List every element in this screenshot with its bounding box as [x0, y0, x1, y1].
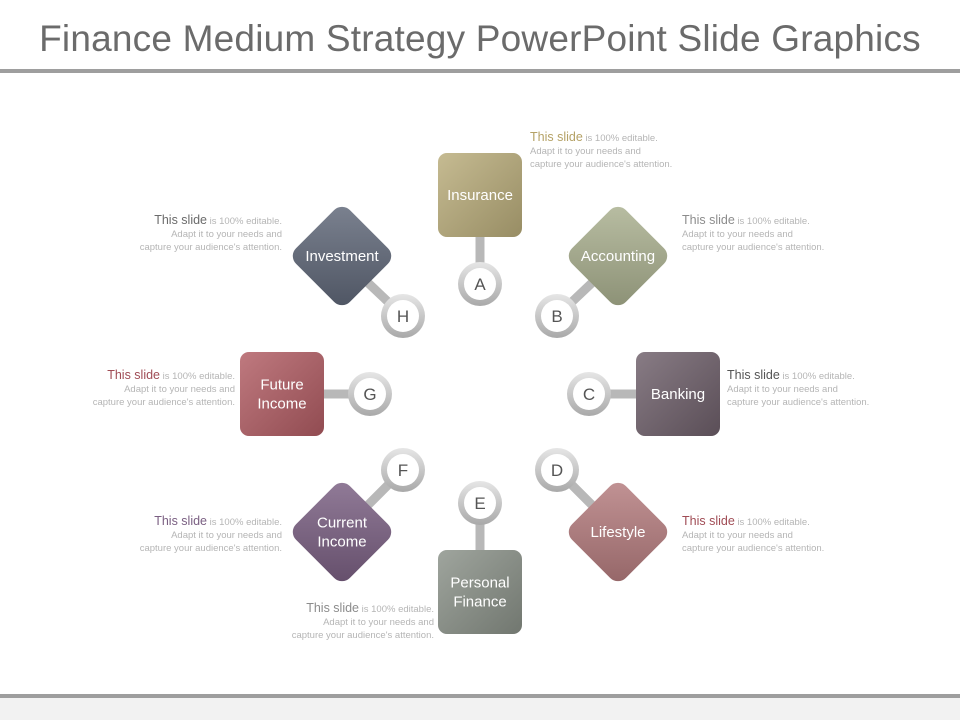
desc-f: This slide is 100% editable. Adapt it to…: [139, 514, 282, 555]
desc-lead: This slide: [306, 601, 359, 615]
node-label-d: Lifestyle: [590, 524, 645, 541]
desc-lead: This slide: [107, 368, 160, 382]
node-label-e: Personal: [450, 575, 509, 592]
desc-h: This slide is 100% editable. Adapt it to…: [139, 213, 282, 254]
desc-b: This slide is 100% editable. Adapt it to…: [682, 213, 825, 254]
desc-g: This slide is 100% editable. Adapt it to…: [92, 368, 235, 409]
node-shade-f: [292, 482, 392, 582]
letter-disc-e: [464, 487, 496, 519]
node-shade-g: [240, 352, 324, 436]
letter-circles: A B C D E F G H: [348, 262, 611, 525]
node-letter-a: A: [474, 275, 486, 294]
node-shade-h: [292, 206, 392, 306]
node-label-f: Income: [317, 534, 366, 551]
desc-lead: This slide: [154, 514, 207, 528]
node-label-a: Insurance: [447, 187, 513, 204]
node-label-f: Current: [317, 515, 368, 532]
title-divider: [0, 69, 960, 73]
node-letter-d: D: [551, 461, 563, 480]
node-letter-g: G: [363, 385, 376, 404]
node-label-e: Finance: [453, 594, 506, 611]
node-shade-b: [568, 206, 668, 306]
letter-disc-f: [387, 454, 419, 486]
letter-disc-a: [464, 268, 496, 300]
desc-c: This slide is 100% editable. Adapt it to…: [727, 368, 870, 409]
desc-lead: This slide: [154, 213, 207, 227]
node-shapes: InsuranceAccountingBankingLifestylePerso…: [240, 153, 720, 634]
node-letter-e: E: [474, 494, 485, 513]
node-letter-h: H: [397, 307, 409, 326]
footer-band: [0, 698, 960, 720]
desc-lead: This slide: [530, 130, 583, 144]
desc-lead: This slide: [727, 368, 780, 382]
node-label-g: Income: [257, 396, 306, 413]
desc-d: This slide is 100% editable. Adapt it to…: [682, 514, 825, 555]
node-label-g: Future: [260, 377, 303, 394]
node-shade-c: [636, 352, 720, 436]
node-shade-a: [438, 153, 522, 237]
letter-disc-c: [573, 378, 605, 410]
letter-disc-b: [541, 300, 573, 332]
node-letter-b: B: [551, 307, 562, 326]
node-label-c: Banking: [651, 386, 705, 403]
desc-lead: This slide: [682, 514, 735, 528]
node-letter-f: F: [398, 461, 408, 480]
node-shade-d: [568, 482, 668, 582]
desc-e: This slide is 100% editable. Adapt it to…: [291, 601, 434, 642]
page-title: Finance Medium Strategy PowerPoint Slide…: [39, 18, 921, 59]
node-shade-e: [438, 550, 522, 634]
desc-lead: This slide: [682, 213, 735, 227]
letter-disc-h: [387, 300, 419, 332]
node-label-h: Investment: [305, 248, 379, 265]
desc-a: This slide is 100% editable. Adapt it to…: [530, 130, 673, 171]
letter-disc-d: [541, 454, 573, 486]
node-letter-c: C: [583, 385, 595, 404]
letter-disc-g: [354, 378, 386, 410]
footer-divider: [0, 694, 960, 698]
node-label-b: Accounting: [581, 248, 655, 265]
